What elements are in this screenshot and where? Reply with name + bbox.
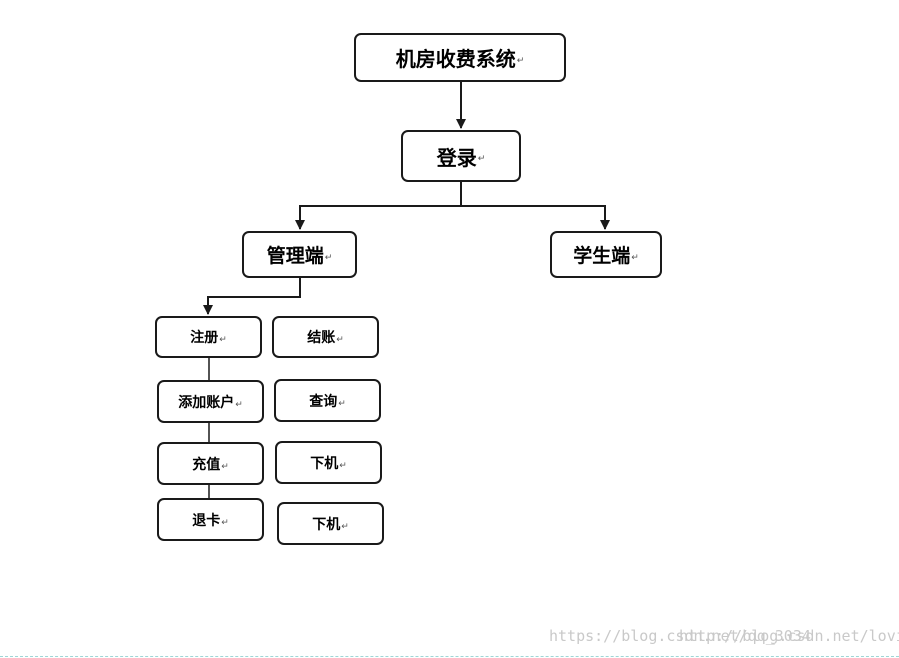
paragraph-mark-icon: ↵ <box>235 399 243 410</box>
node-system: 机房收费系统↵ <box>354 33 566 82</box>
edge-login-to-student <box>461 205 610 230</box>
paragraph-mark-icon: ↵ <box>516 55 525 66</box>
node-login-label: 登录 <box>436 145 477 170</box>
paragraph-mark-icon: ↵ <box>324 252 333 263</box>
node-register-label: 注册 <box>190 330 219 346</box>
footer-dashed-divider <box>0 656 899 657</box>
node-cancel-card: 退卡↵ <box>157 498 264 541</box>
node-cancel-card-label: 退卡 <box>192 512 221 529</box>
node-student: 学生端↵ <box>550 231 662 278</box>
node-register: 注册↵ <box>155 316 262 358</box>
edge-login-to-branches <box>295 182 462 230</box>
watermark: https://blog.csdn.net/qq_3034 http://blo… <box>549 627 899 645</box>
paragraph-mark-icon: ↵ <box>219 335 227 345</box>
node-logout-1: 下机↵ <box>275 441 382 484</box>
node-admin-label: 管理端 <box>266 245 324 267</box>
node-logout-1-label: 下机 <box>310 455 339 472</box>
paragraph-mark-icon: ↵ <box>221 461 229 472</box>
node-add-account: 添加账户↵ <box>157 380 264 423</box>
paragraph-mark-icon: ↵ <box>221 517 229 528</box>
node-login: 登录↵ <box>401 130 521 182</box>
node-recharge: 充值↵ <box>157 442 264 485</box>
node-student-label: 学生端 <box>573 245 631 267</box>
node-query: 查询↵ <box>274 379 381 422</box>
paragraph-mark-icon: ↵ <box>477 154 486 164</box>
paragraph-mark-icon: ↵ <box>341 521 349 532</box>
node-add-account-label: 添加账户 <box>178 394 235 411</box>
paragraph-mark-icon: ↵ <box>336 335 344 345</box>
node-checkout: 结账↵ <box>272 316 379 358</box>
edge-admin-to-functions <box>203 278 301 315</box>
node-recharge-label: 充值 <box>192 456 221 473</box>
node-logout-2: 下机↵ <box>277 502 384 545</box>
node-system-label: 机房收费系统 <box>395 47 516 71</box>
node-checkout-label: 结账 <box>307 330 336 346</box>
paragraph-mark-icon: ↵ <box>338 398 346 409</box>
paragraph-mark-icon: ↵ <box>631 252 639 263</box>
watermark-line-2: http://blog.csdn.net/lovin <box>679 627 899 645</box>
node-admin: 管理端↵ <box>242 231 357 278</box>
node-logout-2-label: 下机 <box>312 516 341 533</box>
watermark-line-1: https://blog.csdn.net/qq_3034 <box>549 627 811 645</box>
paragraph-mark-icon: ↵ <box>339 460 347 471</box>
node-query-label: 查询 <box>309 393 338 410</box>
